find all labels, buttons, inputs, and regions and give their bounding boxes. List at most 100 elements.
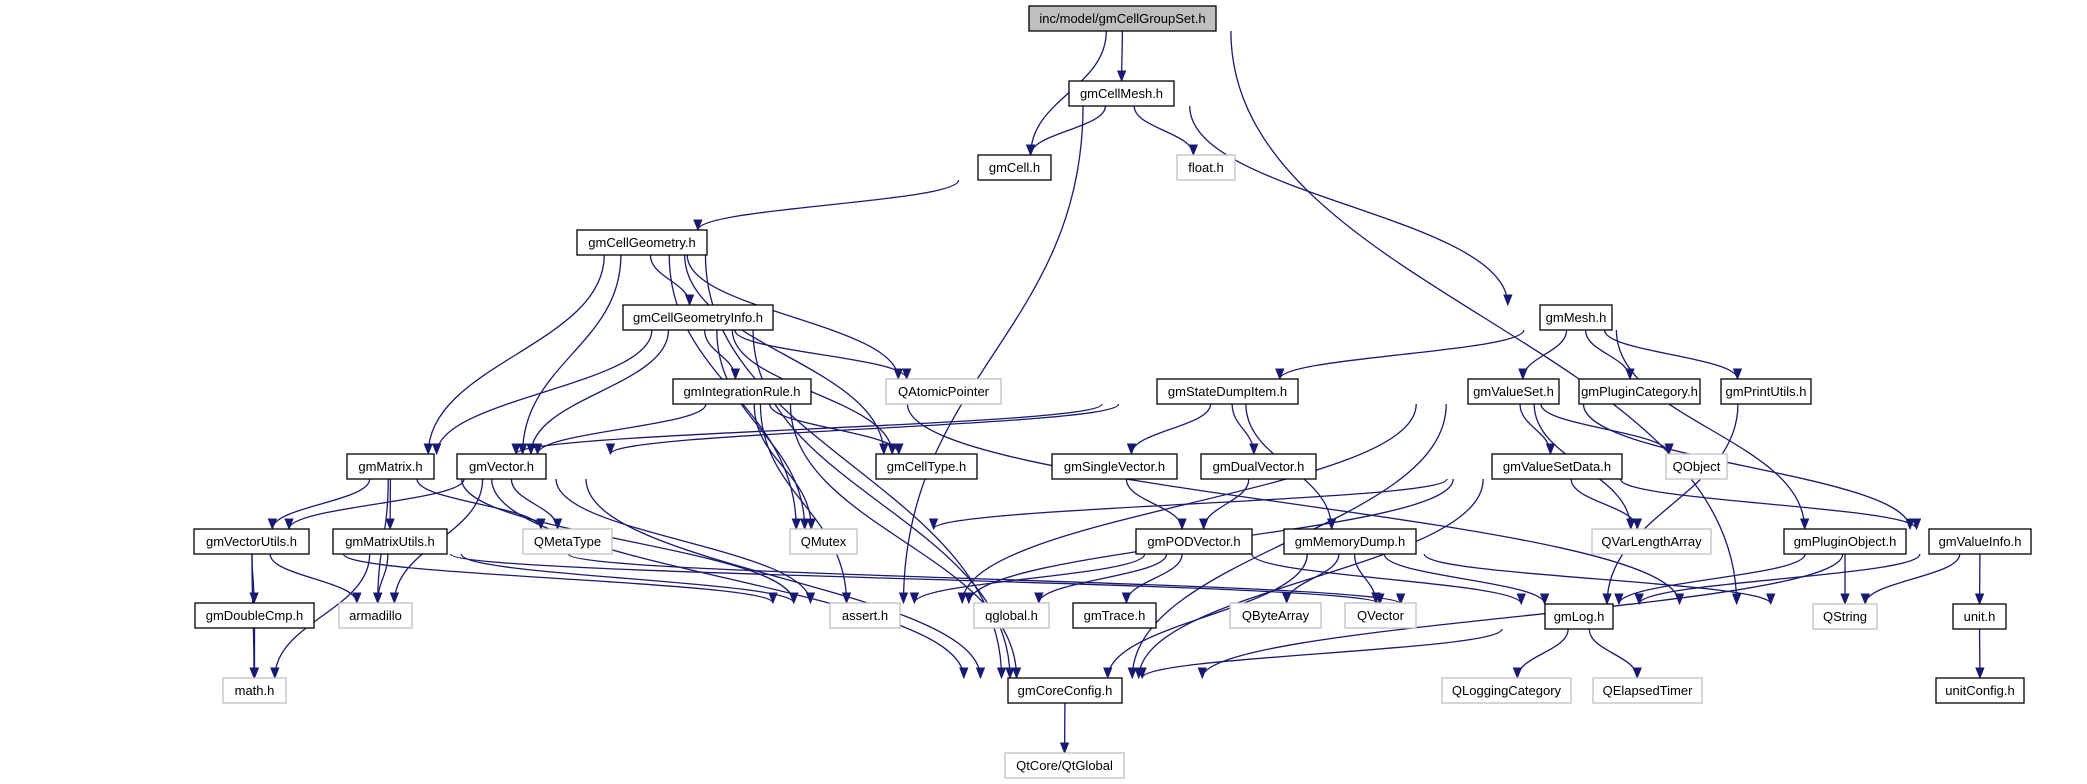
node-box: [1283, 528, 1417, 555]
node-label: gmSingleVector.h: [1064, 459, 1165, 474]
edge-gmMemoryDump-to-QString: [1423, 553, 1776, 606]
edge-gmVectorUtils-to-armadillo: [269, 553, 362, 605]
node-gmPrintUtils[interactable]: gmPrintUtils.h: [1720, 378, 1812, 405]
edge-gmIntegrationRule-to-QString: [906, 403, 1685, 606]
node-label: unitConfig.h: [1945, 683, 2014, 698]
node-label: gmValueSet.h: [1473, 384, 1554, 399]
node-box: [1665, 453, 1728, 480]
node-QVarLengthArray: QVarLengthArray: [1591, 528, 1712, 555]
node-label: gmCellType.h: [887, 459, 966, 474]
edge-gmCellGeometry-to-gmVector: [517, 254, 622, 456]
edge-gmMatrixUtils-to-gmLog: [567, 553, 1405, 606]
edge-gmCellGeometry-to-gmCellType: [684, 254, 889, 456]
node-box: [332, 528, 448, 555]
edge-gmPODVector-to-gmTrace: [1121, 553, 1183, 605]
node-gmPODVector[interactable]: gmPODVector.h: [1135, 528, 1253, 555]
node-gmMesh[interactable]: gmMesh.h: [1539, 304, 1613, 331]
node-box: [789, 528, 858, 555]
edge-gmIntegrationRule-to-gmVector: [532, 403, 707, 456]
node-box: [1135, 528, 1253, 555]
edge-gmValueSet-to-gmValueSetData: [1519, 403, 1556, 456]
node-label: qglobal.h: [985, 608, 1038, 623]
node-unit[interactable]: unit.h: [1952, 603, 2007, 630]
node-gmValueSet[interactable]: gmValueSet.h: [1467, 378, 1560, 405]
node-gmLog[interactable]: gmLog.h: [1544, 603, 1614, 630]
edge-gmStateDumpItem-to-gmSingleVector: [1126, 403, 1212, 456]
node-label: gmCoreConfig.h: [1018, 683, 1113, 698]
node-gmDualVector[interactable]: gmDualVector.h: [1200, 453, 1317, 480]
node-label: float.h: [1188, 160, 1223, 175]
node-label: gmMesh.h: [1546, 310, 1607, 325]
edge-gmCellGeometryInfo-to-QAtomicPointer: [734, 329, 912, 381]
node-QAtomicPointer: QAtomicPointer: [885, 378, 1002, 405]
node-QMetaType: QMetaType: [522, 528, 613, 555]
node-box: [1004, 752, 1125, 779]
node-gmPluginObject[interactable]: gmPluginObject.h: [1783, 528, 1907, 555]
edge-gmMesh-to-gmStateDumpItem: [1275, 329, 1525, 381]
node-label: QObject: [1673, 459, 1721, 474]
node-gmCell[interactable]: gmCell.h: [977, 154, 1052, 181]
edge-gmCellGeometry-to-gmCellGeometryInfo: [649, 254, 695, 307]
node-gmIntegrationRule[interactable]: gmIntegrationRule.h: [672, 378, 812, 405]
node-gmSingleVector[interactable]: gmSingleVector.h: [1051, 453, 1178, 480]
node-gmMatrixUtils[interactable]: gmMatrixUtils.h: [332, 528, 448, 555]
node-box: [1578, 378, 1701, 405]
node-label: gmDualVector.h: [1213, 459, 1305, 474]
edge-gmCellGeometryInfo-to-gmMatrix: [431, 329, 653, 456]
edge-gmMatrix-to-gmCoreConfig: [491, 478, 969, 680]
edge-gmCellGeometry-to-QAtomicPointer: [686, 254, 903, 381]
node-gmCellType[interactable]: gmCellType.h: [875, 453, 978, 480]
edge-gmVectorUtils-to-gmLog: [449, 553, 1385, 606]
edge-gmMemoryDump-to-gmCoreConfig: [1103, 553, 1308, 680]
node-box: [1928, 528, 2032, 555]
node-gmPluginCategory[interactable]: gmPluginCategory.h: [1578, 378, 1701, 405]
node-gmStateDumpItem[interactable]: gmStateDumpItem.h: [1156, 378, 1299, 405]
edge-gmValueSetData-to-gmCoreConfig: [1134, 478, 1484, 680]
node-unitConfig[interactable]: unitConfig.h: [1935, 677, 2025, 704]
node-label: gmCellGeometryInfo.h: [633, 310, 763, 325]
node-gmCoreConfig[interactable]: gmCoreConfig.h: [1007, 677, 1123, 704]
node-QtGlobal: QtCore/QtGlobal: [1004, 752, 1125, 779]
node-label: gmLog.h: [1554, 609, 1605, 624]
node-QObject: QObject: [1665, 453, 1728, 480]
edge-gmVector-to-gmVectorUtils: [284, 478, 465, 531]
node-label: gmMatrixUtils.h: [345, 534, 435, 549]
edge-gmMemoryDump-to-gmLog: [1383, 553, 1550, 606]
edge-gmValueSetData-to-QMutex: [929, 478, 1448, 531]
edge-gmIntegrationRule-to-gmCoreConfig: [789, 403, 1022, 680]
node-gmCellGeometry[interactable]: gmCellGeometry.h: [576, 229, 708, 256]
node-gmCellMesh[interactable]: gmCellMesh.h: [1068, 80, 1175, 107]
node-QByteArray: QByteArray: [1229, 602, 1322, 629]
node-box: [522, 528, 613, 555]
node-box: [1467, 378, 1560, 405]
edge-gmCellGeometryInfo-to-gmIntegrationRule: [703, 329, 741, 381]
node-label: gmDoubleCmp.h: [206, 608, 304, 623]
node-box: [346, 453, 435, 480]
node-gmDoubleCmp[interactable]: gmDoubleCmp.h: [194, 602, 315, 629]
node-gmMemoryDump[interactable]: gmMemoryDump.h: [1283, 528, 1417, 555]
node-box: [1544, 603, 1614, 630]
node-gmValueInfo[interactable]: gmValueInfo.h: [1928, 528, 2032, 555]
edge-gmCellGeometryInfo-to-gmVector: [526, 329, 670, 456]
node-gmCellGeometryInfo[interactable]: gmCellGeometryInfo.h: [622, 304, 774, 331]
edge-gmCellMesh-to-gmMesh: [1189, 105, 1513, 307]
edge-gmPluginObject-to-gmLog: [1614, 553, 1806, 606]
node-gmVectorUtils[interactable]: gmVectorUtils.h: [193, 528, 310, 555]
edge-gmPODVector-to-qglobal: [1034, 553, 1168, 605]
node-QMutex: QMutex: [789, 528, 858, 555]
edge-gmMatrix-to-assert: [461, 478, 799, 605]
node-QString: QString: [1812, 603, 1878, 630]
node-box: [1156, 378, 1299, 405]
node-gmMatrix[interactable]: gmMatrix.h: [346, 453, 435, 480]
node-root[interactable]: inc/model/gmCellGroupSet.h: [1028, 5, 1217, 32]
node-box: [1491, 453, 1623, 480]
node-gmValueSetData[interactable]: gmValueSetData.h: [1491, 453, 1623, 480]
node-armadillo: armadillo: [338, 602, 413, 629]
edge-gmVector-to-QMetaType: [510, 478, 563, 531]
node-box: [672, 378, 812, 405]
node-label: gmPODVector.h: [1147, 534, 1240, 549]
node-gmTrace[interactable]: gmTrace.h: [1072, 602, 1157, 629]
edge-gmLog-to-QElapsedTimer: [1588, 628, 1642, 680]
edge-gmValueSetData-to-QVarLengthArray: [1570, 478, 1642, 531]
node-gmVector[interactable]: gmVector.h: [456, 453, 547, 480]
